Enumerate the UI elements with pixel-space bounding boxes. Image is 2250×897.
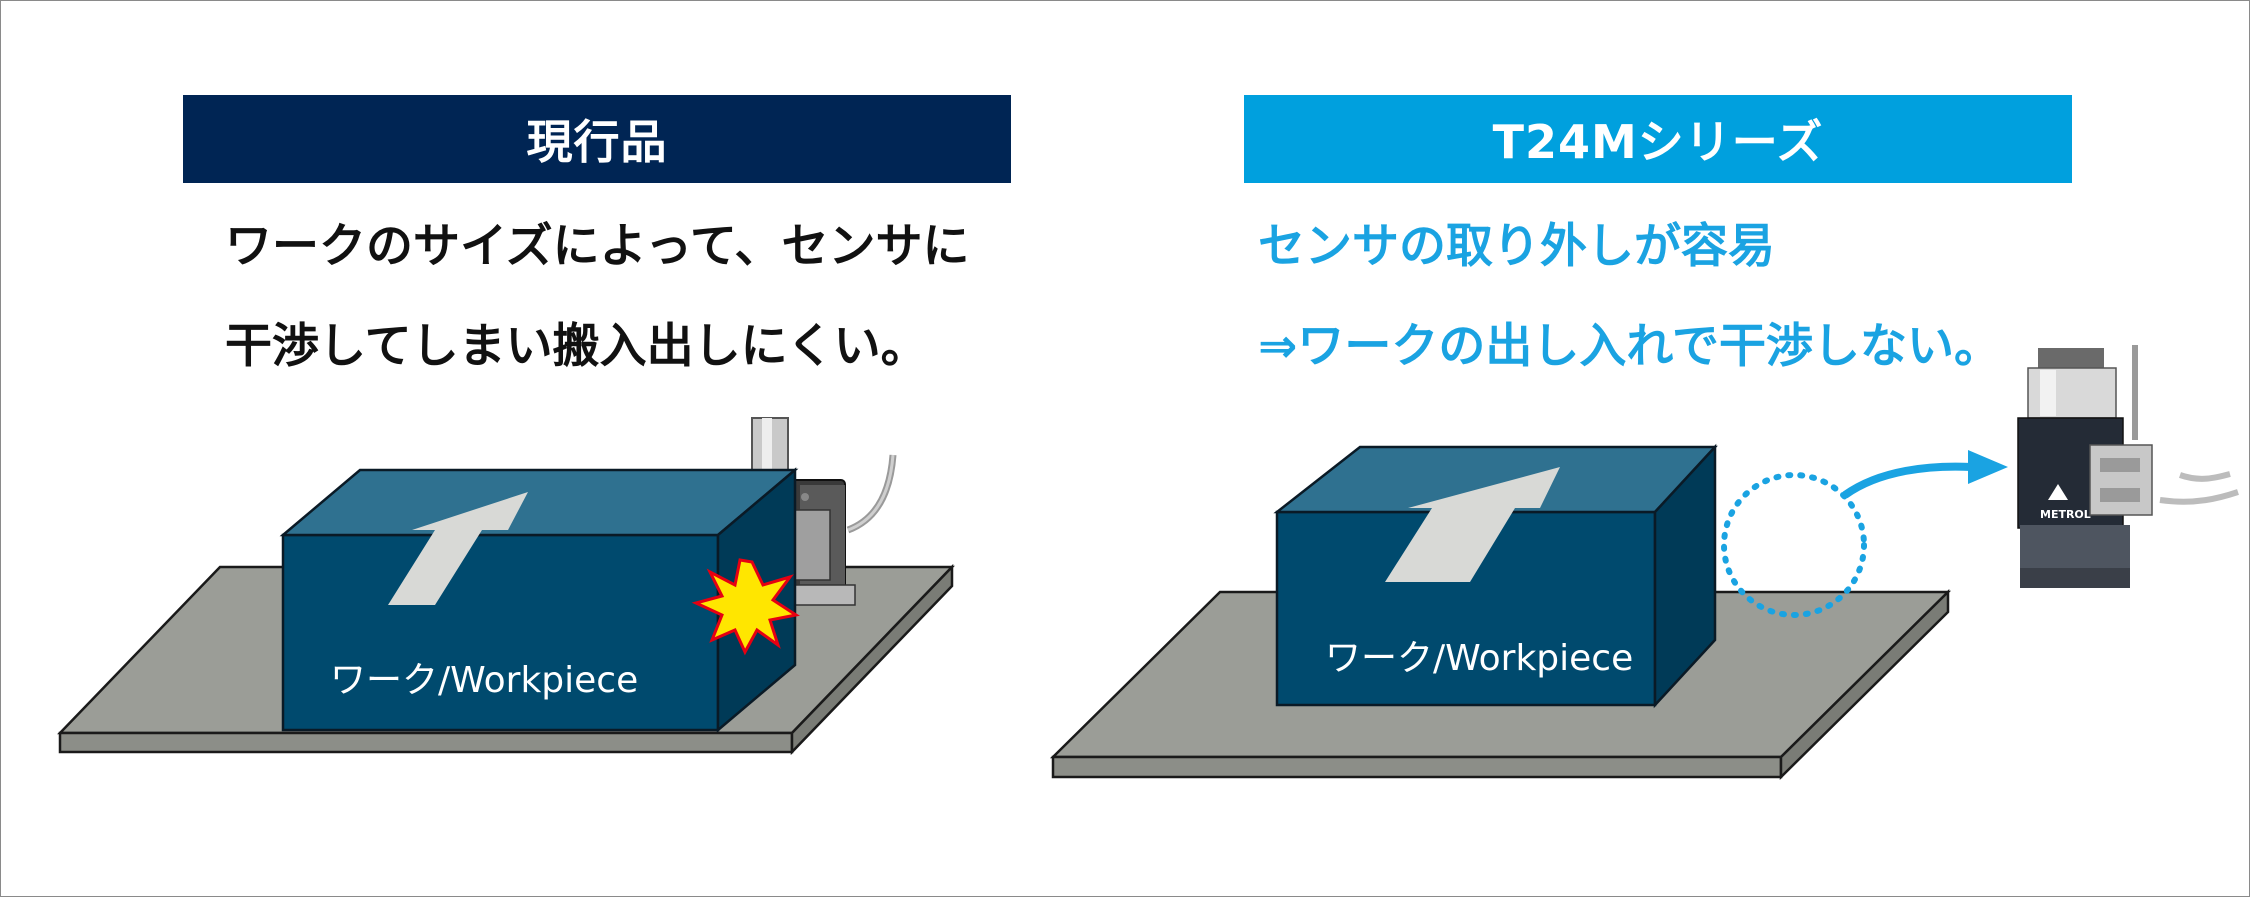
left-workpiece-box: ワーク/Workpiece — [279, 467, 799, 733]
t24m-sensor-icon: METROL — [2017, 345, 2239, 588]
t24m-series-header-label: T24Mシリーズ — [1492, 115, 1824, 169]
description-line: 干渉してしまい搬入出しにくい。 — [225, 319, 928, 374]
right-workpiece-label: ワーク/Workpiece — [1325, 638, 1633, 679]
current-product-header-label: 現行品 — [526, 115, 668, 169]
t24m-series-header: T24Mシリーズ — [1244, 95, 2072, 183]
description-line: ⇒ワークの出し入れで干渉しない。 — [1258, 319, 2001, 374]
left-scene: ワーク/Workpiece — [57, 417, 955, 756]
t24m-description: センサの取り外しが容易 ⇒ワークの出し入れで干渉しない。 — [1258, 197, 2001, 397]
description-line: ワークのサイズによって、センサに — [225, 219, 970, 274]
right-workpiece-box: ワーク/Workpiece — [1273, 443, 1718, 709]
removal-arrow-icon — [1842, 450, 2008, 499]
left-workpiece-label: ワーク/Workpiece — [330, 660, 638, 701]
current-product-header: 現行品 — [183, 95, 1011, 183]
description-line: センサの取り外しが容易 — [1258, 219, 1775, 274]
sensor-brand-label: METROL — [2040, 508, 2091, 521]
direction-arrow-icon — [388, 492, 528, 605]
collision-burst-icon — [691, 558, 800, 656]
direction-arrow-icon — [1385, 467, 1560, 582]
current-product-description: ワークのサイズによって、センサに 干渉してしまい搬入出しにくい。 — [225, 197, 969, 397]
right-scene: ワーク/Workpiece METROL — [1049, 345, 2239, 780]
removed-sensor-position-circle — [1721, 472, 1867, 618]
